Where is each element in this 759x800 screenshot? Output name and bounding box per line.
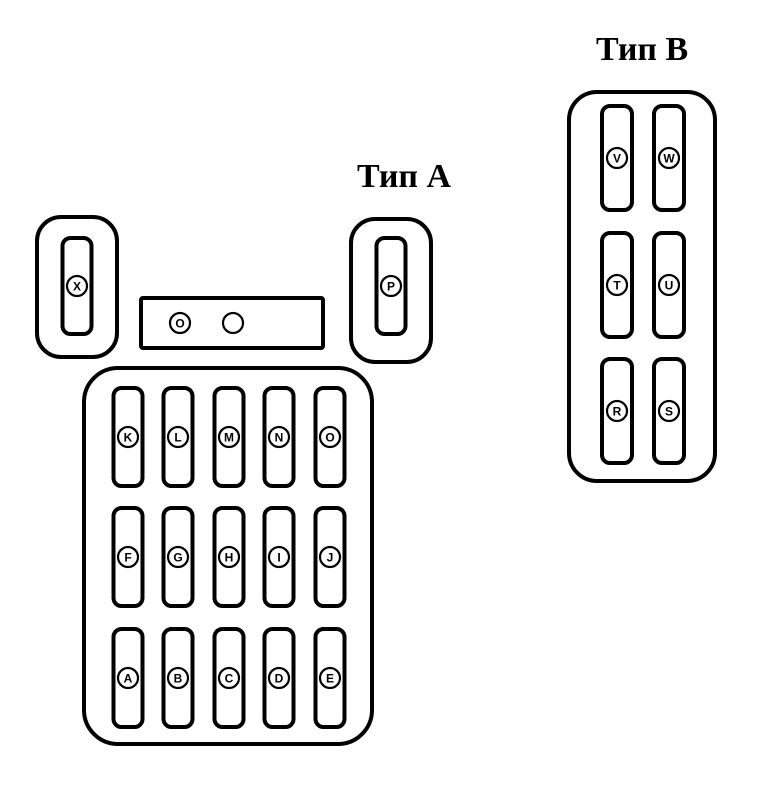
fuse-slot-j-pin-circle [318, 545, 342, 569]
fuse-slot-g-pin-circle [166, 545, 190, 569]
fuse-slot-x-pin-circle [65, 274, 89, 298]
type-b-label: Тип В [596, 31, 689, 68]
fuse-slot-v-pin-letter: V [613, 152, 621, 166]
fuse-slot-b-pin-letter: B [174, 672, 183, 686]
fuse-slot-m-pin-letter: M [224, 431, 234, 445]
fuse-slot-k-pin-circle [116, 425, 140, 449]
fuse-slot-t-pin-circle [605, 273, 629, 297]
fuse-slot-c-pin-letter: C [225, 672, 234, 686]
fuse-slot-s-pin-letter: S [665, 405, 673, 419]
fuse-slot-e-pin-circle [318, 666, 342, 690]
fuse-slot-p-pin-letter: P [387, 280, 395, 294]
fuse-slot-v-pin-circle [605, 146, 629, 170]
center-pin-empty-circle [221, 311, 245, 335]
fuse-slot-p-pin-circle [379, 274, 403, 298]
center-pin-lettered-circle [168, 311, 192, 335]
type-b-block [567, 90, 717, 483]
fuse-slot-d-pin-circle [267, 666, 291, 690]
fuse-slot-w-pin-letter: W [663, 152, 675, 166]
fuse-slot-s-pin-circle [657, 399, 681, 423]
fuse-slot-r-pin-circle [605, 399, 629, 423]
fuse-slot-h-pin-letter: H [225, 551, 234, 565]
fuse-slot-x-pin-letter: X [73, 280, 81, 294]
fuse-slot-r-pin-letter: R [613, 405, 622, 419]
fuse-slot-w-pin-circle [657, 146, 681, 170]
fuse-slot-m-pin-circle [217, 425, 241, 449]
fuse-slot-n-pin-circle [267, 425, 291, 449]
fuse-slot-t-pin-letter: T [613, 279, 621, 293]
fuse-slot-k-pin-letter: K [124, 431, 133, 445]
fuse-slot-e-pin-letter: E [326, 672, 334, 686]
fuse-slot-n-pin-letter: N [275, 431, 284, 445]
fuse-slot-a-pin-circle [116, 666, 140, 690]
fuse-slot-u-pin-letter: U [665, 279, 674, 293]
center-pin-lettered-letter: O [175, 317, 184, 331]
fuse-slot-a-pin-letter: A [124, 672, 133, 686]
fuse-slot-j-pin-letter: J [327, 551, 334, 565]
fuse-slot-f-pin-circle [116, 545, 140, 569]
fuse-slot-o-pin-circle [318, 425, 342, 449]
fuse-slot-i-pin-letter: I [277, 551, 280, 565]
fuse-slot-f-pin-letter: F [124, 551, 131, 565]
fuse-slot-l-pin-letter: L [174, 431, 181, 445]
fuse-slot-u-pin-circle [657, 273, 681, 297]
fuse-slot-h-pin-circle [217, 545, 241, 569]
type-a-label: Тип А [357, 158, 452, 195]
fuse-slot-o-pin-letter: O [325, 431, 334, 445]
fuse-slot-b-pin-circle [166, 666, 190, 690]
fuse-slot-c-pin-circle [217, 666, 241, 690]
fuse-slot-l-pin-circle [166, 425, 190, 449]
fuse-slot-g-pin-letter: G [173, 551, 182, 565]
fuse-slot-d-pin-letter: D [275, 672, 284, 686]
fuse-slot-i-pin-circle [267, 545, 291, 569]
slots-layer: K L M N O F G H I J A B C D E X P O V W T U R S [60, 104, 686, 729]
